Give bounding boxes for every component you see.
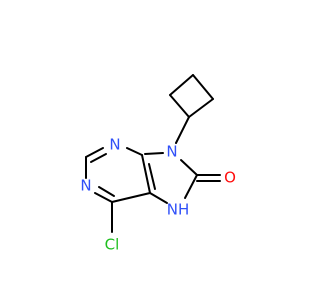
bond-c4-n3 [126,147,143,156]
atom-cl: Cl [105,236,120,254]
bond-cyclobutyl-4 [169,74,194,96]
bond-cyclobutyl-3 [192,74,214,100]
bond-cyclobutyl-2 [188,98,214,118]
bond-n7-c5 [149,192,168,204]
bond-c8-n7 [184,174,198,199]
atom-o: O [224,169,236,187]
bond-n9-c4 [144,152,164,155]
bond-n3-c2-a [85,147,104,158]
bond-n1-c6-a [94,192,113,203]
bonds [85,74,221,233]
bond-c6-c5 [111,192,151,203]
atom-n-top-left: N [109,136,120,154]
molecule-structure: N N N NH Cl O [80,74,236,254]
atom-n9: N [166,143,177,161]
bond-cyclobutyl-n9 [175,116,190,144]
bond-c4-c5-b [148,163,156,190]
bond-n1-c6-b [98,186,115,197]
bond-c4-c5-a [141,154,151,194]
atom-nh: NH [167,201,190,219]
atom-n-left: N [80,177,91,195]
bond-n9-c8 [180,159,198,176]
bond-cyclobutyl-1 [169,94,190,118]
bond-n3-c2-b [90,153,107,163]
atom-labels: N N N NH Cl O [80,136,236,254]
